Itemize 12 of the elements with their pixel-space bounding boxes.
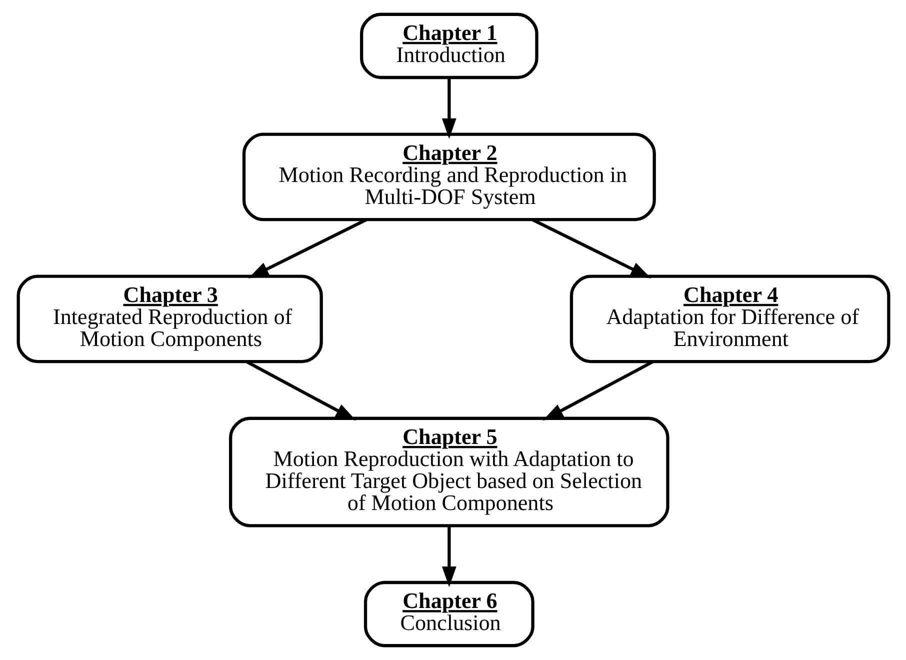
arrow [248, 218, 366, 278]
arrow [531, 218, 651, 278]
node-box: Chapter 2 Motion Recording and Reproduction in Multi-DOF System [242, 132, 656, 222]
node-box: Chapter 6 Conclusion [363, 580, 534, 648]
node-box: Chapter 3 Integrated Reproduction of Motion Components [16, 274, 322, 364]
arrow [441, 78, 456, 139]
arrow [542, 360, 653, 420]
node-box: Chapter 1 Introduction [360, 12, 538, 80]
arrow [246, 360, 356, 420]
node-box: Chapter 4 Adaptation for Difference of Environment [569, 274, 890, 364]
node-box: Chapter 5 Motion Reproduction with Adaptation to Different Target Object based on Selection of Motion Components [228, 416, 669, 528]
arrow [441, 526, 456, 588]
